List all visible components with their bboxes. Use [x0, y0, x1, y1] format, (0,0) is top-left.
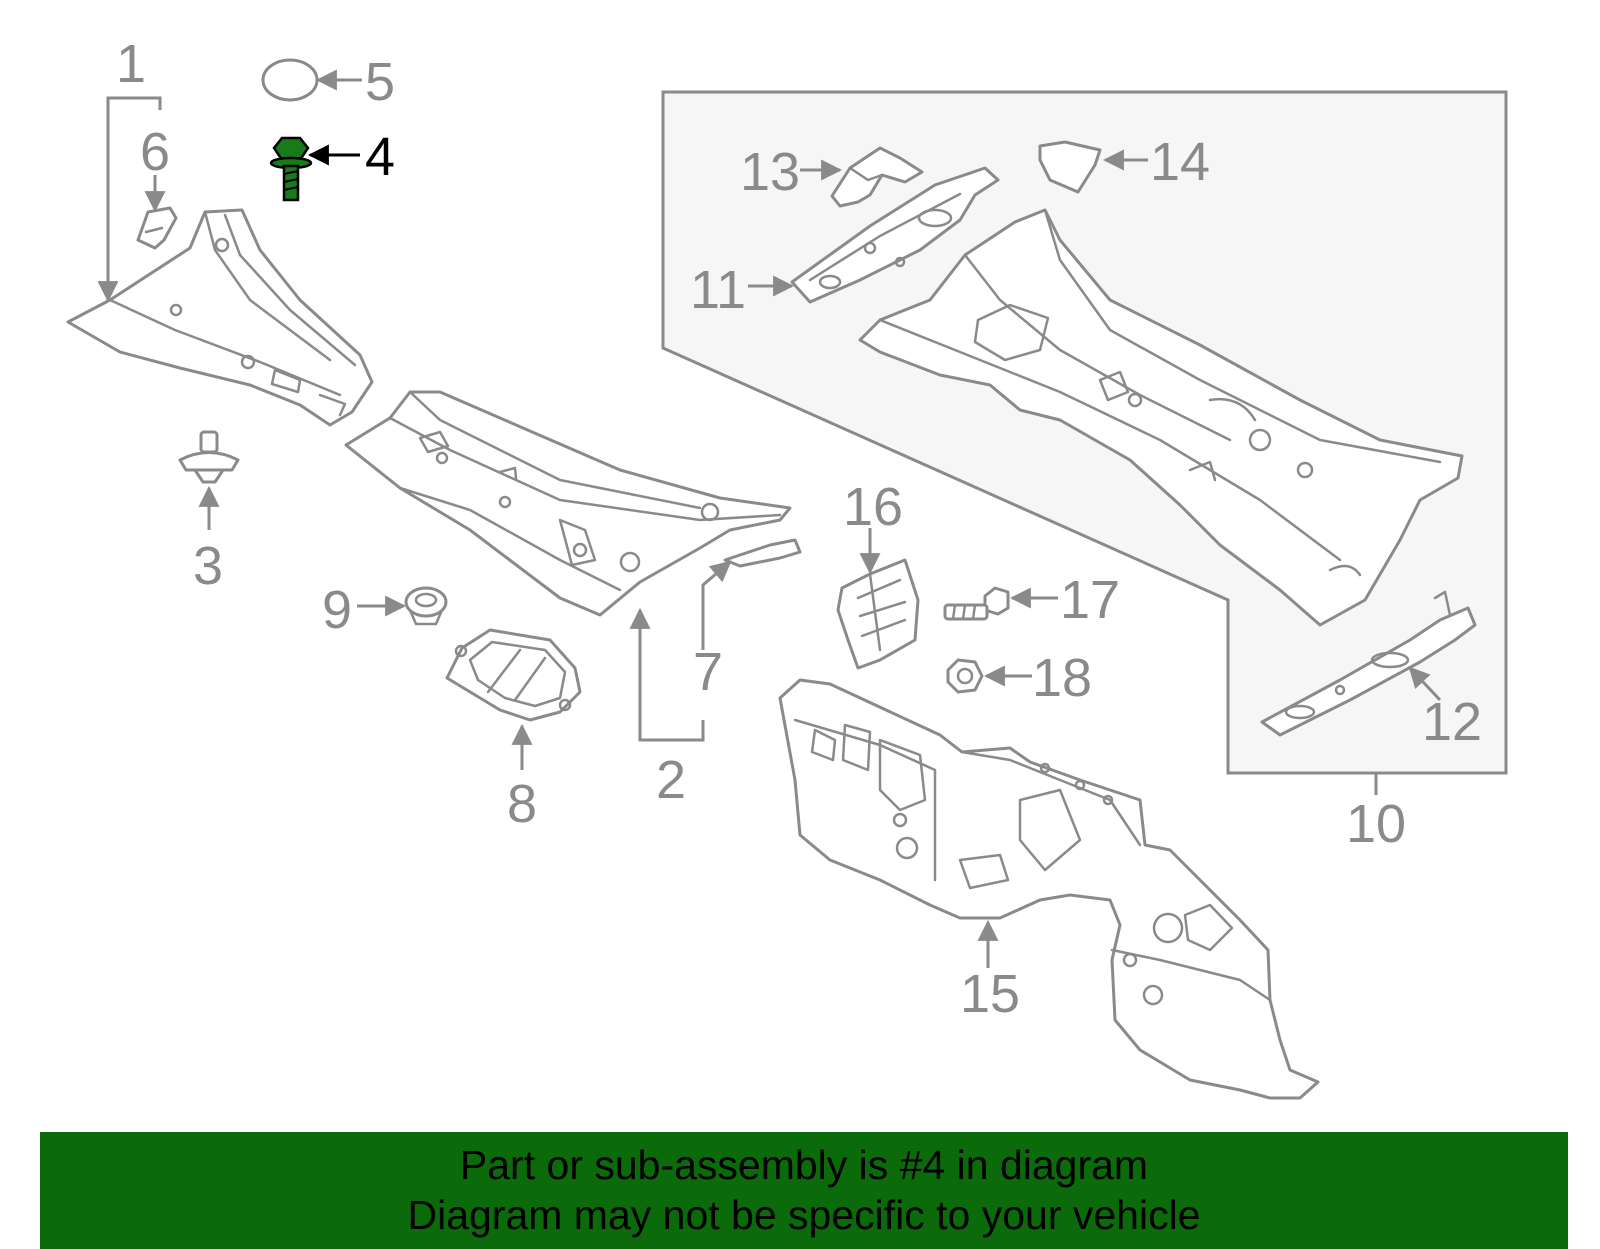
leader-lines — [97, 69, 1442, 968]
part-4-bolt — [269, 136, 313, 202]
part-3-clip — [178, 430, 240, 484]
label-11: 11 — [690, 260, 746, 320]
label-9: 9 — [322, 580, 352, 640]
part-11-reinforcement — [790, 166, 1000, 304]
label-7: 7 — [693, 642, 723, 702]
label-12: 12 — [1422, 692, 1482, 752]
part-16-bracket — [836, 558, 920, 670]
part-12-brace — [1260, 590, 1477, 737]
part-18-nut — [946, 658, 984, 694]
label-1: 1 — [116, 34, 146, 94]
part-14-tab — [1038, 140, 1102, 194]
label-2: 2 — [656, 750, 686, 810]
label-13: 13 — [740, 142, 800, 202]
part-17-bolt — [943, 586, 1010, 621]
banner-line-2: Diagram may not be specific to your vehi… — [407, 1192, 1201, 1238]
label-18: 18 — [1032, 648, 1092, 708]
part-13-bracket — [830, 146, 924, 208]
label-10: 10 — [1346, 794, 1406, 854]
label-5: 5 — [365, 52, 395, 112]
label-3: 3 — [193, 536, 223, 596]
part-15-insulator — [778, 678, 1320, 1100]
banner-line-1: Part or sub-assembly is #4 in diagram — [459, 1142, 1149, 1188]
part-8-cover — [445, 628, 582, 722]
part-2-cowl-panel — [344, 390, 792, 617]
part-10-dash-assembly — [858, 208, 1464, 627]
info-banner: Part or sub-assembly is #4 in diagram Di… — [40, 1132, 1568, 1249]
part-1-cowl-panel — [66, 208, 374, 427]
label-8: 8 — [507, 774, 537, 834]
label-16: 16 — [843, 477, 903, 537]
label-4: 4 — [365, 127, 395, 187]
part-5-cap — [261, 58, 319, 102]
part-7-seal — [723, 538, 802, 568]
label-15: 15 — [960, 964, 1020, 1024]
part-9-grommet — [404, 586, 448, 626]
label-17: 17 — [1060, 570, 1120, 630]
label-14: 14 — [1150, 132, 1210, 192]
label-6: 6 — [140, 122, 170, 182]
part-6-bracket — [136, 206, 178, 250]
